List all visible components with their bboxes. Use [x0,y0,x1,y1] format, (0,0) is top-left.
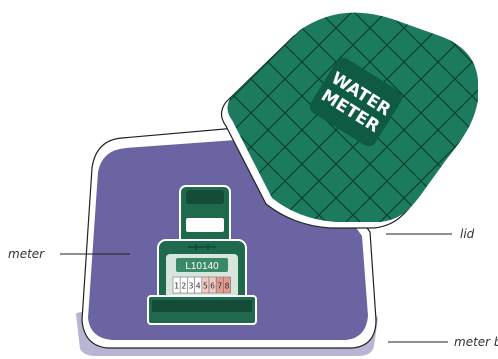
meter-serial: L10140 [185,261,219,272]
meter-cap-window [186,218,224,232]
dial-digit: 1 [174,282,179,291]
meter-cap-top [186,190,224,204]
lid-pattern-line [478,0,498,260]
meter-bottom-band-shade [152,300,252,312]
label-meter-box: meter box [454,335,498,349]
dial-digit: 5 [203,282,208,291]
label-meter: meter [8,247,45,261]
dial-digit: 3 [189,282,194,291]
dial-digit: 6 [210,282,215,291]
lid-pattern-line [478,0,498,260]
label-lid: lid [460,227,475,241]
dial-digit: 8 [225,282,230,291]
dial-digit: 4 [196,282,201,291]
dial-digit: 7 [217,282,222,291]
dial-digit: 2 [181,282,186,291]
